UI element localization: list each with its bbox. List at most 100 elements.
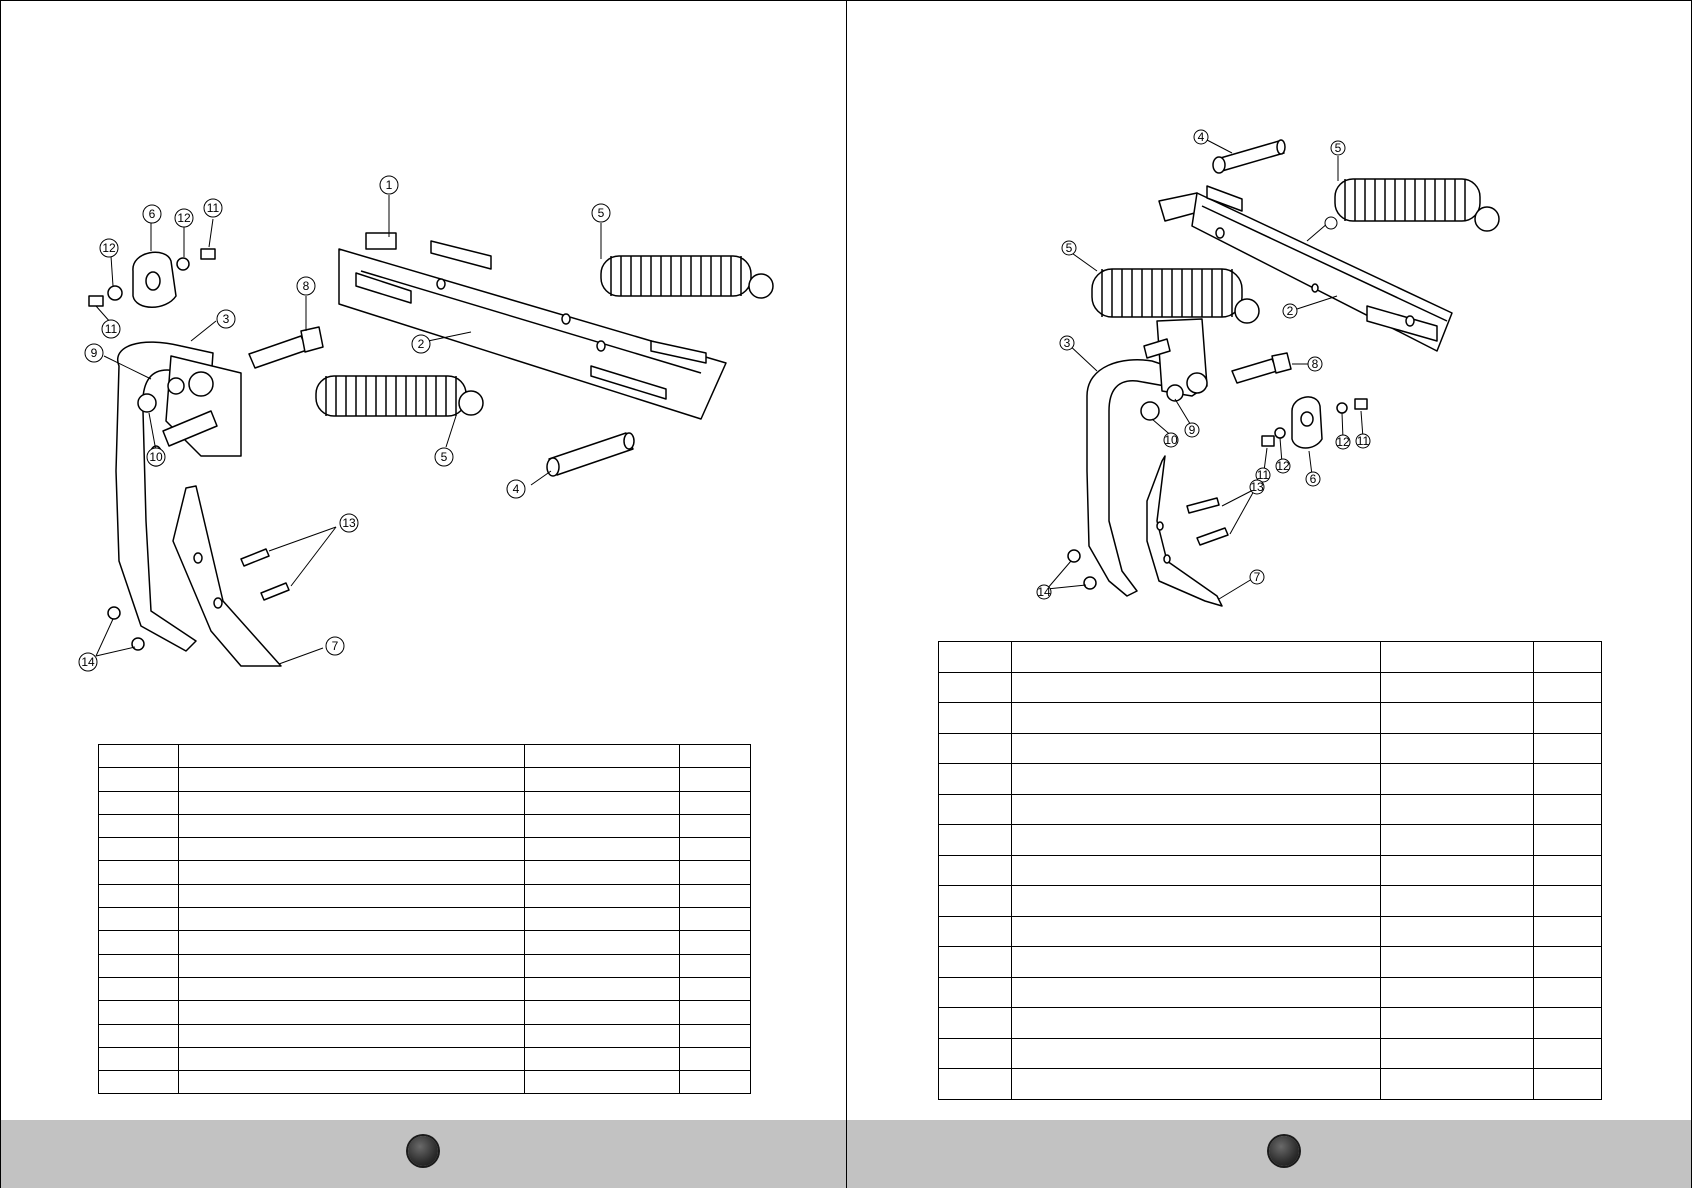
table-cell bbox=[98, 1070, 179, 1095]
table-cell bbox=[98, 837, 179, 862]
table-cell bbox=[1533, 671, 1602, 703]
washer-12a bbox=[1274, 427, 1286, 439]
table-row bbox=[938, 915, 1602, 947]
table-row bbox=[938, 976, 1602, 1008]
table-cell bbox=[98, 790, 179, 815]
table-cell bbox=[679, 1070, 751, 1095]
table-cell bbox=[98, 976, 179, 1002]
svg-text:11: 11 bbox=[1357, 434, 1370, 448]
table-row bbox=[98, 767, 751, 792]
right-page-footer bbox=[847, 1120, 1691, 1188]
table-cell bbox=[1380, 793, 1534, 825]
right-page: 4 5 2 5 3 8 9 10 6 11 12 12 11 13 14 7 bbox=[846, 0, 1692, 1188]
spring-upper bbox=[600, 255, 774, 299]
callout-4: 4 bbox=[1193, 129, 1209, 145]
callout-4: 4 bbox=[506, 479, 526, 499]
svg-text:10: 10 bbox=[149, 450, 163, 464]
svg-text:5: 5 bbox=[1335, 141, 1342, 155]
svg-text:11: 11 bbox=[207, 201, 220, 215]
table-cell bbox=[1011, 641, 1381, 673]
callout-10: 10 bbox=[146, 447, 166, 467]
table-row bbox=[938, 1068, 1602, 1100]
callout-5b: 5 bbox=[1061, 240, 1077, 256]
table-cell bbox=[1533, 915, 1602, 947]
svg-text:12: 12 bbox=[102, 241, 116, 255]
table-cell bbox=[679, 1023, 751, 1048]
svg-text:10: 10 bbox=[1164, 433, 1178, 447]
table-cell bbox=[524, 743, 680, 769]
callout-8: 8 bbox=[1307, 356, 1323, 372]
table-cell bbox=[1011, 763, 1381, 795]
bolt-11b bbox=[1354, 398, 1368, 410]
shovel-point bbox=[172, 485, 282, 667]
table-cell bbox=[524, 907, 680, 932]
page-marker-dot bbox=[408, 1136, 438, 1166]
table-cell bbox=[524, 1023, 680, 1048]
table-cell bbox=[1380, 976, 1534, 1008]
callout-11a: 11 bbox=[1255, 467, 1271, 483]
table-cell bbox=[1533, 641, 1602, 673]
callout-11a: 11 bbox=[203, 198, 223, 218]
table-cell bbox=[938, 946, 1012, 978]
callout-14: 14 bbox=[1036, 584, 1052, 600]
washer-12b bbox=[1336, 402, 1348, 414]
right-exploded-parts-diagram: 4 5 2 5 3 8 9 10 6 11 12 12 11 13 14 7 bbox=[1036, 129, 1500, 607]
table-cell bbox=[1380, 854, 1534, 886]
callout-13: 13 bbox=[339, 513, 359, 533]
callout-7: 7 bbox=[1249, 569, 1265, 585]
callout-6: 6 bbox=[1305, 471, 1321, 487]
svg-text:6: 6 bbox=[149, 207, 156, 221]
svg-text:8: 8 bbox=[1312, 357, 1319, 371]
table-cell bbox=[938, 885, 1012, 917]
washer-12a bbox=[107, 285, 123, 301]
table-cell bbox=[98, 907, 179, 932]
bolt-11a bbox=[200, 248, 216, 260]
table-cell bbox=[98, 860, 179, 885]
table-row bbox=[98, 883, 751, 909]
callout-1: 1 bbox=[379, 175, 399, 195]
table-row bbox=[98, 860, 751, 885]
svg-text:7: 7 bbox=[332, 639, 339, 653]
table-cell bbox=[1533, 1007, 1602, 1039]
table-cell bbox=[524, 767, 680, 792]
table-cell bbox=[938, 641, 1012, 673]
callout-5a: 5 bbox=[591, 203, 611, 223]
svg-text:9: 9 bbox=[91, 346, 98, 360]
table-row bbox=[938, 793, 1602, 825]
table-row bbox=[98, 907, 751, 932]
callout-8: 8 bbox=[296, 276, 316, 296]
table-cell bbox=[1011, 946, 1381, 978]
svg-text:1: 1 bbox=[386, 178, 393, 192]
bolt-11b bbox=[88, 295, 104, 307]
table-cell bbox=[178, 743, 525, 769]
svg-text:8: 8 bbox=[303, 279, 310, 293]
table-cell bbox=[938, 915, 1012, 947]
svg-text:12: 12 bbox=[1276, 459, 1290, 473]
table-cell bbox=[178, 837, 525, 862]
table-cell bbox=[1011, 702, 1381, 734]
table-cell bbox=[1380, 732, 1534, 764]
table-cell bbox=[178, 860, 525, 885]
table-cell bbox=[938, 824, 1012, 856]
table-cell bbox=[524, 883, 680, 909]
table-cell bbox=[679, 907, 751, 932]
callout-5b: 5 bbox=[434, 447, 454, 467]
table-cell bbox=[1011, 732, 1381, 764]
table-row bbox=[98, 813, 751, 839]
pin bbox=[1212, 139, 1286, 174]
table-cell bbox=[1380, 1068, 1534, 1100]
nut-14b bbox=[1083, 576, 1097, 590]
svg-text:9: 9 bbox=[1189, 423, 1196, 437]
table-cell bbox=[524, 790, 680, 815]
table-row bbox=[938, 946, 1602, 978]
table-cell bbox=[178, 1070, 525, 1095]
table-cell bbox=[1380, 824, 1534, 856]
table-cell bbox=[178, 883, 525, 909]
table-cell bbox=[1380, 671, 1534, 703]
table-row bbox=[98, 790, 751, 815]
table-cell bbox=[524, 860, 680, 885]
table-row bbox=[938, 671, 1602, 703]
table-cell bbox=[1380, 1037, 1534, 1069]
table-cell bbox=[98, 883, 179, 909]
callout-12a: 12 bbox=[99, 238, 119, 258]
